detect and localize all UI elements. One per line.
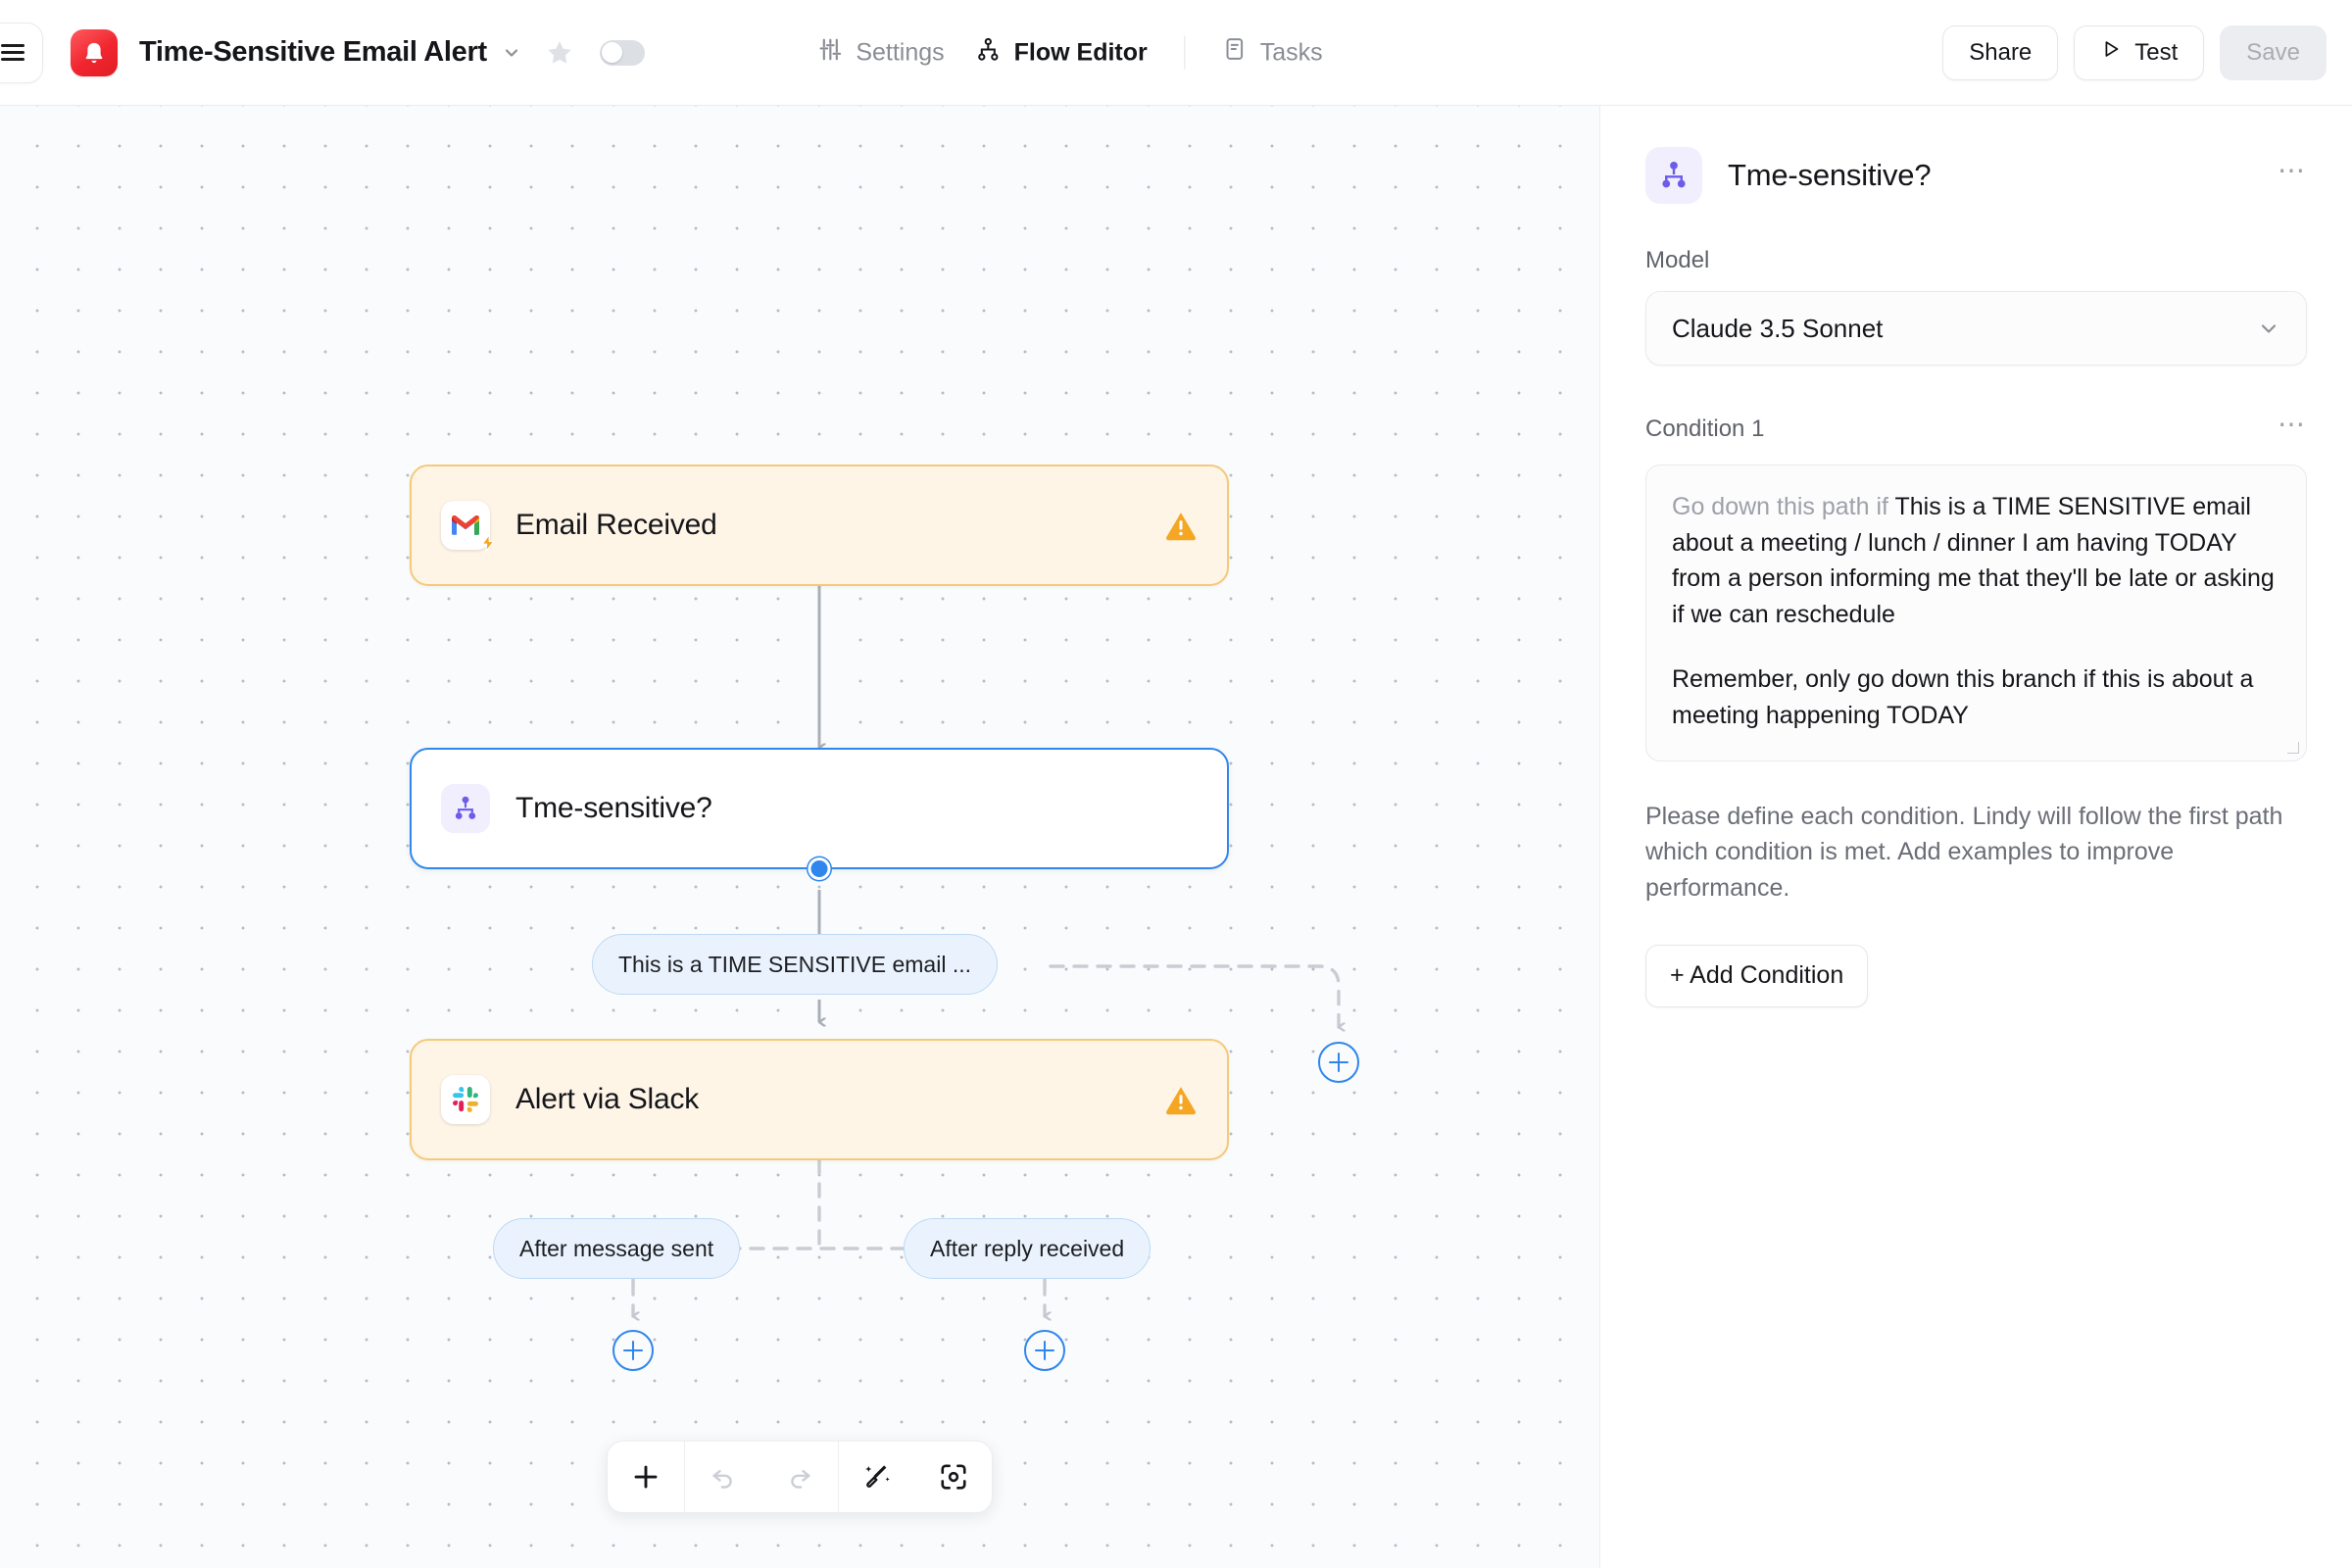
flow-title[interactable]: Time-Sensitive Email Alert [139, 36, 487, 68]
gmail-icon [441, 501, 495, 552]
slack-icon [441, 1075, 490, 1124]
chevron-down-icon[interactable] [502, 43, 521, 63]
branch-condition-pill-label: This is a TIME SENSITIVE email ... [618, 951, 971, 977]
hierarchy-icon [976, 36, 1002, 69]
branch-condition-pill[interactable]: This is a TIME SENSITIVE email ... [592, 934, 998, 995]
header-actions: Share Test Save [1942, 24, 2327, 80]
condition-helper-text: Please define each condition. Lindy will… [1645, 803, 2283, 902]
flow-node-time-sensitive[interactable]: Tme-sensitive? [410, 748, 1229, 880]
canvas-toolbar [607, 1441, 993, 1513]
star-icon[interactable] [545, 38, 574, 68]
warning-triangle-icon[interactable] [1164, 509, 1198, 542]
node-config-panel: Tme-sensitive? ⋯ Model Claude 3.5 Sonnet… [1599, 106, 2352, 1568]
tab-flow-editor-label: Flow Editor [1013, 38, 1148, 66]
header-nav: Settings Flow Editor Tasks [802, 27, 1338, 77]
add-step-after-reply-received-button[interactable] [1024, 1330, 1065, 1371]
save-button[interactable]: Save [2220, 24, 2327, 80]
condition-header: Condition 1 ⋯ [1645, 411, 2307, 448]
condition-textarea[interactable]: Go down this path if This is a TIME SENS… [1645, 465, 2307, 761]
document-icon [1223, 37, 1248, 69]
panel-title[interactable]: Tme-sensitive? [1728, 158, 1932, 192]
add-step-branch-right-button[interactable] [1318, 1042, 1359, 1083]
model-select-value: Claude 3.5 Sonnet [1672, 313, 1884, 343]
app-header: Time-Sensitive Email Alert [0, 0, 2352, 106]
chevron-down-icon [2257, 317, 2280, 340]
branch-pill-after-reply-received[interactable]: After reply received [904, 1218, 1152, 1279]
save-button-label: Save [2246, 38, 2300, 66]
toggle-knob [602, 42, 623, 63]
model-label: Model [1645, 247, 1710, 273]
tab-settings[interactable]: Settings [802, 27, 959, 77]
resize-handle[interactable] [2287, 742, 2299, 754]
warning-triangle-icon[interactable] [1164, 1083, 1198, 1116]
flow-node-label: Alert via Slack [515, 1083, 700, 1115]
tab-tasks[interactable]: Tasks [1207, 28, 1339, 77]
lightning-bolt-badge-icon [478, 533, 498, 558]
header-left-group: Time-Sensitive Email Alert [0, 22, 645, 83]
test-button[interactable]: Test [2074, 24, 2205, 80]
toolbar-divider [838, 1441, 839, 1513]
condition-prefix: Go down this path if [1672, 493, 1895, 520]
condition-label: Condition 1 [1645, 416, 1765, 442]
ellipsis-icon[interactable]: ⋯ [2278, 155, 2307, 185]
share-button[interactable]: Share [1942, 24, 2059, 80]
add-condition-button-label: + Add Condition [1670, 961, 1844, 990]
node-output-handle[interactable] [808, 858, 831, 880]
flow-node-label: Tme-sensitive? [515, 792, 712, 824]
tab-settings-label: Settings [856, 38, 945, 66]
add-node-button[interactable] [608, 1441, 684, 1513]
lindy-bell-logo [71, 28, 118, 76]
play-icon [2100, 38, 2122, 67]
redo-button[interactable] [761, 1441, 838, 1513]
auto-layout-button[interactable] [839, 1441, 915, 1513]
branch-pill-after-message-sent[interactable]: After message sent [493, 1218, 741, 1279]
flow-node-alert-via-slack[interactable]: Alert via Slack [410, 1039, 1229, 1160]
condition-text-1: This is a TIME SENSITIVE email about a m… [1672, 493, 2275, 628]
flow-node-email-received[interactable]: Email Received [410, 465, 1229, 586]
flow-canvas[interactable]: Email Received Tme-sensitive? This i [0, 106, 1599, 1568]
tab-flow-editor[interactable]: Flow Editor [960, 27, 1163, 77]
branch-pill-label: After message sent [519, 1235, 714, 1261]
flow-node-label: Email Received [515, 509, 717, 541]
share-button-label: Share [1969, 38, 2033, 66]
nav-divider [1184, 35, 1186, 70]
condition-paragraph-2: Remember, only go down this branch if th… [1672, 665, 2254, 729]
app-body: Email Received Tme-sensitive? This i [0, 106, 2352, 1568]
branch-pill-label: After reply received [930, 1235, 1125, 1261]
hierarchy-icon [441, 784, 490, 833]
toolbar-divider [684, 1441, 685, 1513]
ellipsis-icon[interactable]: ⋯ [2278, 409, 2307, 439]
hamburger-menu-icon [1, 40, 24, 66]
tab-tasks-label: Tasks [1259, 38, 1323, 66]
undo-button[interactable] [685, 1441, 761, 1513]
hamburger-menu-button[interactable] [0, 22, 43, 83]
fit-to-view-button[interactable] [915, 1441, 992, 1513]
add-step-after-message-sent-button[interactable] [612, 1330, 654, 1371]
enable-flow-toggle[interactable] [599, 39, 645, 66]
test-button-label: Test [2134, 38, 2179, 66]
model-select[interactable]: Claude 3.5 Sonnet [1645, 291, 2307, 366]
condition-paragraph-1: Go down this path if This is a TIME SENS… [1672, 489, 2280, 632]
panel-header: Tme-sensitive? ⋯ [1645, 147, 2307, 204]
add-condition-button[interactable]: + Add Condition [1645, 944, 1869, 1007]
sliders-icon [817, 36, 843, 69]
hierarchy-icon [1645, 147, 1702, 204]
